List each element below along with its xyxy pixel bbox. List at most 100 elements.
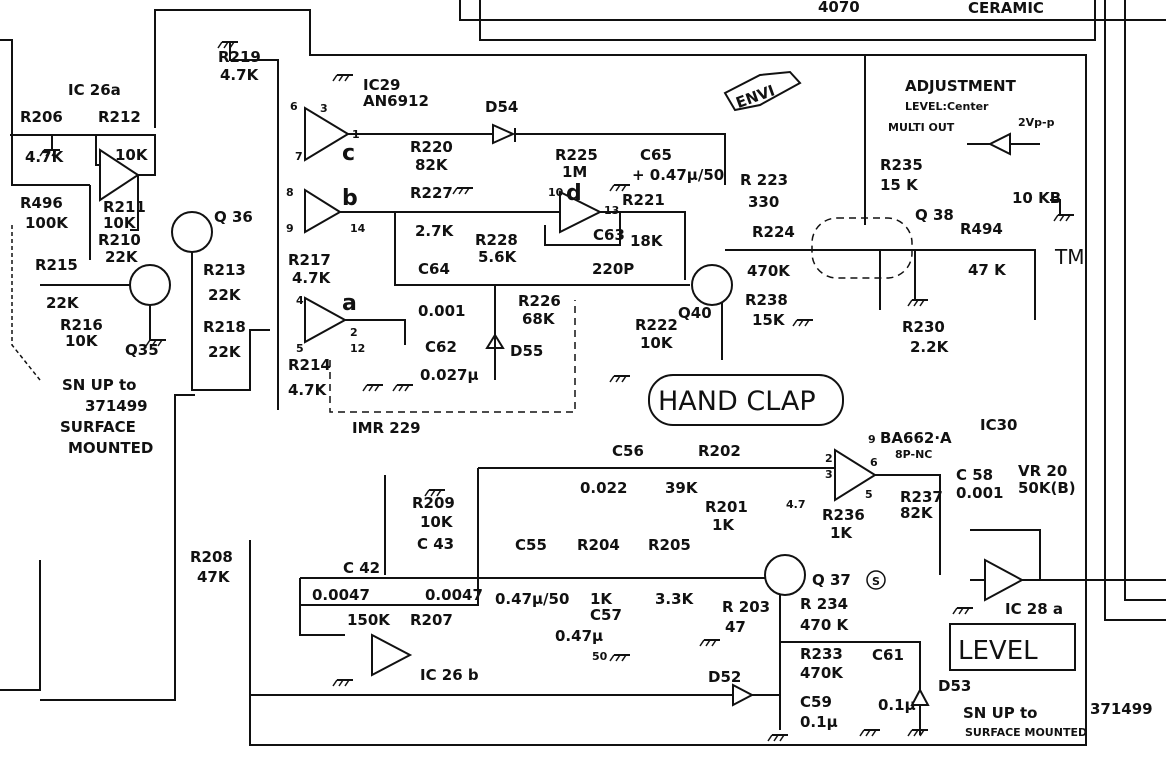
resistors-r221v-label: 18K xyxy=(630,232,664,250)
resistors-r228v-label: 5.6K xyxy=(478,248,518,266)
capacitors-c58-label: C 58 xyxy=(956,466,993,484)
notes-multi_out-label: MULTI OUT xyxy=(888,121,955,134)
resistors-r214-label: R214 xyxy=(288,356,331,374)
resistors-r219-label: R219 xyxy=(218,48,261,66)
resistors-r225v-label: 1M xyxy=(562,163,587,181)
resistors-tm_pot-label: 10 KB xyxy=(1012,189,1061,207)
resistors-r204-label: R204 xyxy=(577,536,620,554)
resistors-r227v-label: 2.7K xyxy=(415,222,455,240)
resistors-r224-label: R224 xyxy=(752,223,795,241)
pins-ic30_p5-label: 5 xyxy=(865,488,873,501)
header-material: CERAMIC xyxy=(968,0,1044,17)
resistors-r218v-label: 22K xyxy=(208,343,242,361)
resistors-r230-label: R230 xyxy=(902,318,945,336)
diodes-d52-label: D52 xyxy=(708,668,741,686)
resistors-r494-label: R494 xyxy=(960,220,1003,238)
ics-ic30_pkg-label: 8P-NC xyxy=(895,448,932,461)
pins-p8-label: 8 xyxy=(286,186,294,199)
transistors-q37_mark-label: S xyxy=(872,575,880,588)
resistors-r208-label: R208 xyxy=(190,548,233,566)
resistors-r496v-label: 100K xyxy=(25,214,69,232)
q37-transistor xyxy=(764,554,806,596)
resistors-r213-label: R213 xyxy=(203,261,246,279)
header-part: 4070 xyxy=(818,0,860,16)
pins-ic30_p6-label: 6 xyxy=(870,456,878,469)
resistors-r220-label: R220 xyxy=(410,138,453,156)
resistors-r219v-label: 4.7K xyxy=(220,66,260,84)
capacitors-c64v-label: 0.001 xyxy=(418,302,465,320)
transistors-q35-label: Q35 xyxy=(125,341,159,359)
notes-sn_left_2-label: 371499 xyxy=(85,397,148,415)
notes-sn_left_4-label: MOUNTED xyxy=(68,439,153,457)
capacitors-c56-label: C56 xyxy=(612,442,644,460)
resistors-r228-label: R228 xyxy=(475,231,518,249)
resistors-r218-label: R218 xyxy=(203,318,246,336)
resistors-r235-label: R235 xyxy=(880,156,923,174)
ic29-section-d xyxy=(559,190,603,234)
resistors-r201-label: R201 xyxy=(705,498,748,516)
d54-diode xyxy=(492,123,516,145)
resistors-r205v-label: 3.3K xyxy=(655,590,695,608)
notes-sn_left_1-label: SN UP to xyxy=(62,376,136,394)
ic26a-section: IC 26a R206 4.7K R212 10K R496 100K R211… xyxy=(10,81,270,457)
hand-clap-box xyxy=(648,374,844,426)
resistors-r237-label: R237 xyxy=(900,488,943,506)
resistors-r233-label: R233 xyxy=(800,645,843,663)
resistors-r238v-label: 15K xyxy=(752,311,786,329)
notes-sn_right_2-label: 371499 xyxy=(1090,700,1153,718)
capacitors-c57v-label: 0.47μ xyxy=(555,627,603,645)
ic29-section-b xyxy=(304,188,342,234)
pins-p13-label: 13 xyxy=(604,204,619,217)
ic26b-opamp xyxy=(371,633,413,677)
pins-p7-label: 7 xyxy=(295,150,303,163)
transistors-q37-label: Q 37 xyxy=(812,571,851,589)
resistors-r226v-label: 68K xyxy=(522,310,556,328)
resistors-r215-label: R215 xyxy=(35,256,78,274)
capacitors-c59v-label: 0.1μ xyxy=(800,713,838,731)
resistors-r216-label: R216 xyxy=(60,316,103,334)
pins-p5-label: 5 xyxy=(296,342,304,355)
notes-sn_right_1-label: SN UP to xyxy=(963,704,1037,722)
resistors-r210-label: R210 xyxy=(98,231,141,249)
ic30-opamp xyxy=(834,448,877,502)
ic26b-section: R209 10K R208 47K C 42 0.0047 C 43 0.004… xyxy=(190,468,1153,742)
resistors-r217v-label: 4.7K xyxy=(292,269,332,287)
resistors-r216v-label: 10K xyxy=(65,332,99,350)
notes-sn_right_3-label: SURFACE MOUNTED xyxy=(965,726,1087,739)
resistors-r203v-label: 47 xyxy=(725,618,746,636)
resistors-r225-label: R225 xyxy=(555,146,598,164)
bus-wires xyxy=(0,9,1166,746)
pins-p2-label: 2 xyxy=(350,326,358,339)
resistors-r226-label: R226 xyxy=(518,292,561,310)
ics-ic30_pin-label: 9 xyxy=(868,433,876,446)
ic26a-label: IC 26a xyxy=(68,81,121,99)
capacitors-c57v2-label: 50 xyxy=(592,650,608,663)
header-box: 4070 CERAMIC xyxy=(459,0,1166,621)
resistors-r207-label: R207 xyxy=(410,611,453,629)
ics-sec_a-label: a xyxy=(342,291,357,316)
resistors-vr20v-label: 50K(B) xyxy=(1018,479,1076,497)
resistors-r201v-label: 1K xyxy=(712,516,735,534)
resistors-r222v-label: 10K xyxy=(640,334,674,352)
resistors-r212-label: R212 xyxy=(98,108,141,126)
capacitors-c63v-label: 220P xyxy=(592,260,634,278)
resistors-r215v-label: 22K xyxy=(46,294,80,312)
capacitors-c55v-label: 0.47μ/50 xyxy=(495,590,569,608)
resistors-r203-label: R 203 xyxy=(722,598,770,616)
diodes-d54-label: D54 xyxy=(485,98,518,116)
notes-adjustment-label: ADJUSTMENT xyxy=(905,77,1017,95)
ic26a-opamp xyxy=(99,148,140,202)
resistors-vr20-label: VR 20 xyxy=(1018,462,1067,480)
resistors-r206-label: R206 xyxy=(20,108,63,126)
ics-ic26b-label: IC 26 b xyxy=(420,666,479,684)
capacitors-c59-label: C59 xyxy=(800,693,832,711)
pins-p14-label: 14 xyxy=(350,222,366,235)
capacitors-c58v-label: 0.001 xyxy=(956,484,1003,502)
resistors-tm-label: TM xyxy=(1054,245,1084,269)
resistors-r208v-label: 47K xyxy=(197,568,231,586)
capacitors-c57-label: C57 xyxy=(590,606,622,624)
notes-vpp-label: 2Vp-p xyxy=(1018,116,1055,129)
ics-imr-label: IMR 229 xyxy=(352,419,421,437)
capacitors-c42-label: C 42 xyxy=(343,559,380,577)
ic29-section-a xyxy=(304,296,348,344)
